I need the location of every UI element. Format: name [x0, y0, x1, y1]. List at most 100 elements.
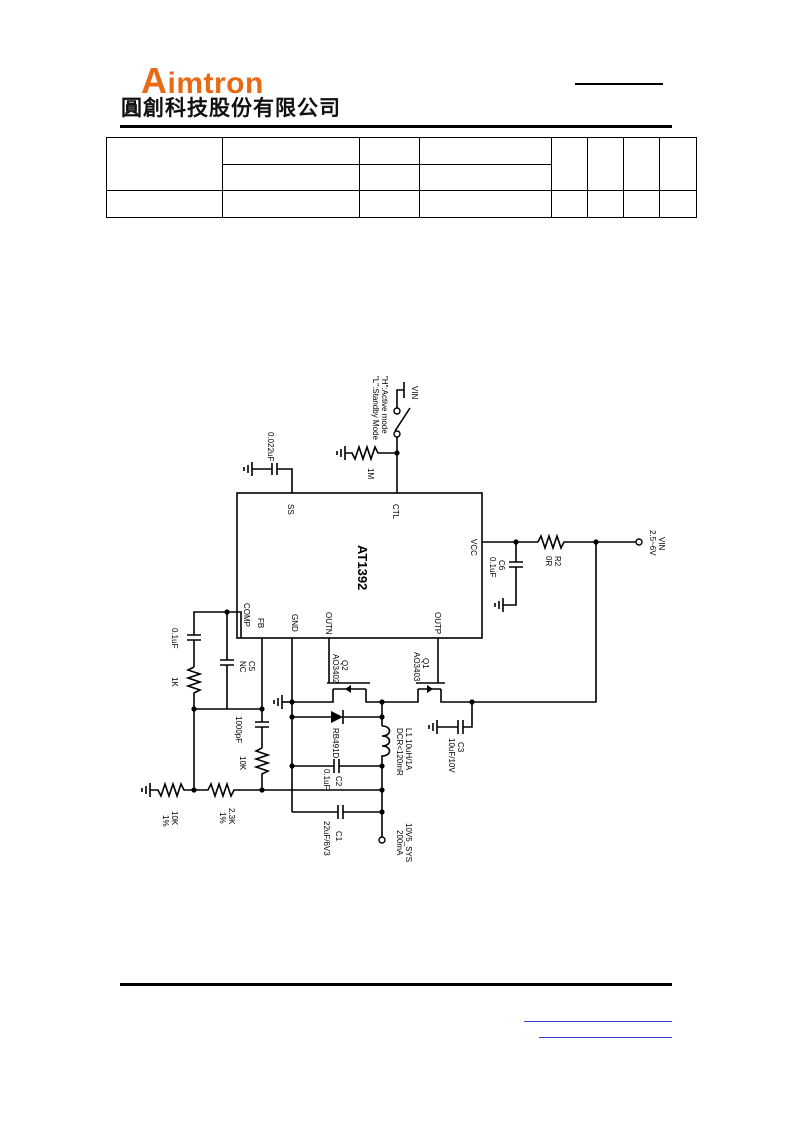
- diode-body: [331, 711, 343, 723]
- table-cell: [623, 137, 660, 191]
- q1-part: AO3403: [412, 652, 421, 682]
- c5-value: NC: [238, 661, 247, 673]
- c-ss-label: 0.022uF: [266, 432, 275, 461]
- pin-vcc: VCC: [469, 539, 478, 556]
- table-cell: [222, 190, 360, 218]
- l1-value: L1 10uH/1A: [404, 728, 413, 771]
- switch-blade: [394, 407, 411, 432]
- q1-arrow: [427, 685, 433, 693]
- l1-inductor: [381, 725, 391, 838]
- r-comp-resistor: [185, 666, 203, 709]
- vin-range: 2.5~6V: [648, 530, 657, 556]
- r2-value: 0R: [544, 556, 553, 566]
- ground-c6: [494, 598, 504, 612]
- table-cell: [659, 190, 697, 218]
- switch-vin-label: VIN: [410, 386, 419, 400]
- c-fb-capacitor: [255, 721, 269, 748]
- ground-fb: [141, 783, 151, 797]
- switch-terminal-low: [393, 430, 401, 438]
- footer-link-underline[interactable]: [539, 1037, 672, 1038]
- wire-comp: [193, 611, 242, 638]
- c2-name: C2: [334, 776, 343, 787]
- c1-name: C1: [334, 831, 343, 842]
- footer-link-underline[interactable]: [524, 1021, 672, 1022]
- c5-name: C5: [247, 661, 256, 672]
- c2-capacitor: [292, 759, 382, 773]
- switch-note-2: "L":Standby Mode: [371, 376, 380, 440]
- out-terminal: [378, 836, 386, 844]
- table-cell: [106, 137, 223, 191]
- r-fb-low-value: 10K: [170, 811, 179, 826]
- pin-outn: OUTN: [324, 612, 333, 635]
- out-name: 10V5_SYS: [404, 823, 413, 862]
- pin-fb: FB: [256, 618, 265, 628]
- table-cell: [551, 190, 588, 218]
- header-rule: [120, 125, 672, 128]
- header-line: [575, 83, 663, 85]
- out-node-2: [379, 787, 385, 793]
- c6-name: C6: [497, 560, 506, 571]
- c1-capacitor: [292, 805, 382, 819]
- c-comp-capacitor: [187, 634, 201, 667]
- q2-name: Q2: [340, 660, 349, 671]
- logo-text: imtron: [167, 67, 264, 100]
- company-name-chinese: 圓創科技股份有限公司: [121, 96, 341, 120]
- table-cell: [359, 137, 420, 165]
- r-fb-low-tol: 1%: [161, 815, 170, 827]
- r-ctl-resistor: [345, 444, 397, 462]
- table-cell: [419, 137, 552, 165]
- diode-label: RB491D: [331, 728, 340, 758]
- c-comp-label: 0.1uF: [170, 628, 179, 649]
- r-fb-low-resistor: [150, 781, 194, 799]
- l1-dcr: DCR<120mR: [395, 728, 404, 776]
- ground-main: [273, 695, 283, 709]
- wire-ss: [277, 468, 293, 493]
- vin-label: VIN: [657, 537, 666, 551]
- logo-initial: A: [141, 60, 168, 101]
- r-fb-high-resistor: [194, 781, 382, 799]
- wire-vin-rail: [472, 542, 597, 703]
- ground-c3: [428, 720, 438, 734]
- table-cell: [359, 190, 420, 218]
- q2-part: AO3402: [331, 654, 340, 684]
- vin-terminal: [635, 538, 643, 546]
- pin-outp: OUTP: [433, 612, 442, 634]
- table-cell: [419, 190, 552, 218]
- r2-name: R2: [553, 556, 562, 567]
- r-fb-high-tol: 1%: [218, 812, 227, 824]
- c-ss-capacitor: [252, 463, 278, 475]
- c2-value: 0.1uF: [322, 769, 331, 790]
- q2-mosfet: [292, 682, 382, 703]
- ic-name: AT1392: [355, 545, 370, 590]
- q1-name: Q1: [421, 658, 430, 669]
- table-cell: [551, 137, 588, 191]
- c6-value: 0.1uF: [488, 557, 497, 578]
- pin-gnd: GND: [290, 614, 299, 632]
- sw-node-2: [379, 714, 385, 720]
- c1-value: 22uF/6V3: [322, 821, 331, 856]
- pin-ctl: CTL: [391, 504, 400, 520]
- table-cell: [587, 190, 624, 218]
- switch-vin-wire: [396, 382, 405, 408]
- document-info-table: [106, 137, 697, 218]
- r-fb-label: 10K: [238, 756, 247, 771]
- r2-resistor: [537, 533, 636, 551]
- out-current: 200mA: [395, 830, 404, 856]
- switch-terminal-high: [393, 407, 401, 415]
- table-cell: [587, 137, 624, 191]
- ground-ctl: [336, 446, 346, 460]
- r-fb-resistor: [253, 747, 271, 790]
- q2-arrow: [345, 685, 351, 693]
- ground-ss: [243, 462, 253, 476]
- c5-top-node: [224, 609, 230, 615]
- c3-value: 10uF/10V: [447, 738, 456, 773]
- company-logo: Aimtron: [141, 60, 264, 102]
- table-cell: [106, 190, 223, 218]
- r-comp-label: 1K: [170, 677, 179, 687]
- ic-body: [236, 492, 483, 639]
- pin-comp: COMP: [242, 603, 251, 627]
- c5-capacitor: [220, 612, 234, 709]
- footer-rule: [120, 983, 672, 986]
- r-fb-high-value: 2.3K: [227, 808, 236, 825]
